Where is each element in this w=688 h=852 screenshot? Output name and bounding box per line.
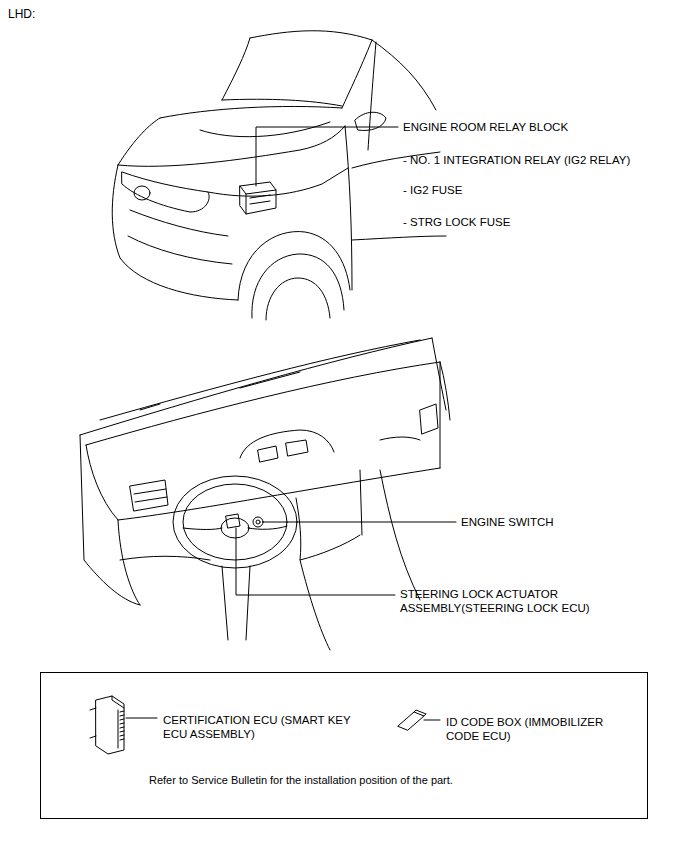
part-label: STEERING LOCK ACTUATOR ASSEMBLY(STEERING… (400, 587, 620, 615)
car-illustration (355, 112, 386, 130)
car-illustration (240, 182, 276, 214)
car-illustration (345, 126, 352, 290)
car-illustration (372, 40, 436, 110)
car-illustration (266, 278, 330, 320)
dashboard-illustration (226, 514, 240, 528)
dashboard-illustration (134, 489, 167, 502)
part-label: ID CODE BOX (IMMOBILIZER CODE ECU) (446, 715, 636, 743)
dashboard-illustration (118, 520, 140, 605)
id-code-box-icon (424, 714, 426, 716)
car-illustration (352, 236, 446, 240)
car-illustration (368, 42, 376, 150)
car-illustration (250, 195, 270, 204)
leader-line (126, 718, 157, 719)
certification-ecu-icon (90, 708, 96, 738)
certification-ecu-icon (118, 710, 119, 748)
car-illustration (208, 168, 348, 196)
part-label: ENGINE ROOM RELAY BLOCK (403, 120, 568, 134)
car-illustration (134, 186, 150, 200)
part-label: - STRG LOCK FUSE (403, 215, 510, 229)
dashboard-illustration (118, 468, 440, 520)
leader-line (256, 127, 398, 186)
car-illustration (250, 31, 372, 40)
dashboard-illustration (130, 480, 168, 511)
car-illustration (222, 99, 342, 106)
part-label: ENGINE SWITCH (461, 515, 554, 529)
car-illustration (130, 210, 228, 236)
car-illustration (112, 31, 446, 320)
dashboard-illustration (80, 338, 432, 435)
note-text: Refer to Service Bulletin for the instal… (149, 773, 453, 787)
dashboard-illustration (380, 437, 420, 440)
id-code-box-icon (398, 712, 424, 730)
certification-ecu-icon (112, 696, 124, 708)
dashboard-illustration (296, 498, 360, 560)
dashboard-illustration (440, 362, 450, 420)
dashboard-illustration (120, 556, 210, 560)
part-label: - NO. 1 INTEGRATION RELAY (IG2 RELAY) (403, 153, 630, 167)
dashboard-illustration (80, 435, 140, 605)
leader-line (236, 528, 395, 595)
dashboard-illustration (256, 520, 260, 524)
dashboard-illustration (240, 430, 334, 458)
certification-ecu-icon (90, 696, 124, 754)
dashboard-illustration (432, 338, 446, 410)
car-illustration (200, 122, 330, 137)
car-illustration (118, 118, 160, 165)
car-illustration (160, 106, 342, 118)
dashboard-illustration (300, 560, 330, 650)
page-heading: LHD: (8, 7, 35, 21)
leader-line (424, 720, 440, 721)
dashboard-illustration (258, 446, 278, 462)
id-code-box-icon (398, 710, 426, 730)
car-illustration (222, 38, 250, 100)
dashboard-illustration (140, 404, 160, 410)
certification-ecu-icon (120, 711, 124, 740)
car-illustration (246, 194, 247, 214)
car-illustration (118, 126, 345, 166)
dashboard-illustration (286, 440, 308, 456)
dashboard-illustration (100, 340, 420, 420)
part-label: CERTIFICATION ECU (SMART KEY ECU ASSEMBL… (163, 713, 353, 741)
car-illustration (342, 40, 372, 108)
car-illustration (128, 236, 232, 264)
dashboard-illustration (360, 470, 362, 535)
dashboard-illustration (440, 362, 441, 468)
dashboard-illustration (86, 362, 440, 445)
leader-line (263, 522, 456, 523)
dashboard-illustration (253, 517, 263, 527)
car-illustration (112, 165, 238, 300)
dashboard-illustration (221, 518, 249, 538)
dashboard-illustration (80, 338, 450, 650)
dashboard-illustration (380, 470, 420, 600)
car-illustration (240, 186, 276, 194)
car-illustration (252, 254, 344, 318)
note-box: CERTIFICATION ECU (SMART KEY ECU ASSEMBL… (40, 672, 648, 819)
dashboard-illustration (240, 372, 300, 388)
car-illustration (122, 172, 209, 212)
certification-ecu-icon (96, 696, 124, 754)
dashboard-illustration (86, 445, 118, 520)
dashboard-illustration (420, 404, 438, 434)
part-label: - IG2 FUSE (403, 183, 462, 197)
id-code-box-icon (414, 710, 426, 716)
